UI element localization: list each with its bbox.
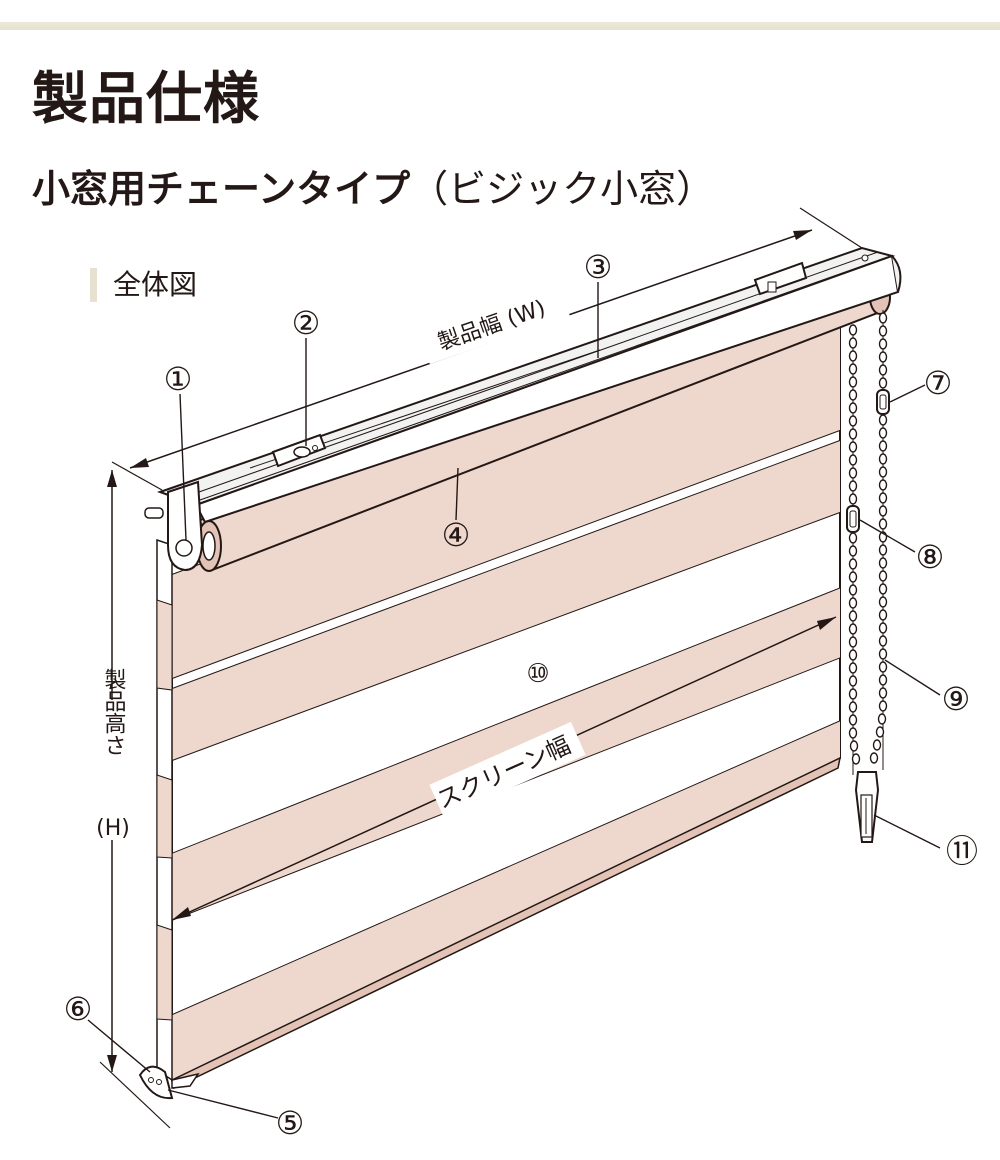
callout-8: ⑧: [916, 538, 945, 576]
product-height-label: 製品高さ: [101, 668, 127, 756]
subtitle-sub: （ビジック小窓）: [410, 167, 715, 211]
page-title: 製品仕様: [32, 67, 260, 132]
chain-joint: [876, 389, 890, 415]
callout-6: ⑥: [64, 990, 93, 1028]
chain-weight: [854, 771, 880, 843]
callout-3: ③: [584, 248, 613, 286]
screen-stripe: [172, 433, 840, 765]
callout-4: ④: [442, 516, 471, 554]
bottom-end-cap: [138, 1065, 200, 1100]
callout-9: ⑨: [942, 680, 971, 718]
end-cap-left: [144, 480, 204, 572]
callout-1: ①: [164, 360, 193, 398]
callout-7: ⑦: [924, 364, 953, 402]
top-accent-band: [0, 0, 1000, 30]
callout-11: ⑪: [946, 832, 978, 870]
dimension-product-height: 製品高さ (H): [92, 470, 171, 1129]
product-height-unit: (H): [96, 816, 130, 841]
section-label: 全体図: [90, 268, 197, 302]
subtitle: 小窓用チェーンタイプ（ビジック小窓）: [32, 170, 714, 208]
mounting-bracket: [271, 433, 327, 468]
chain-stopper: [846, 505, 860, 533]
bead-chain: [848, 310, 888, 775]
callout-leaders: [87, 282, 941, 1119]
callout-5: ⑤: [276, 1104, 305, 1142]
callout-2: ②: [292, 304, 321, 342]
callout-numbers: ① ② ③ ④ ⑤ ⑥ ⑦ ⑧ ⑨ ⑩ ⑪: [64, 248, 978, 1142]
subtitle-main: 小窓用チェーンタイプ: [32, 167, 411, 211]
mounting-bracket: [753, 261, 808, 296]
callout-10: ⑩: [526, 659, 549, 689]
